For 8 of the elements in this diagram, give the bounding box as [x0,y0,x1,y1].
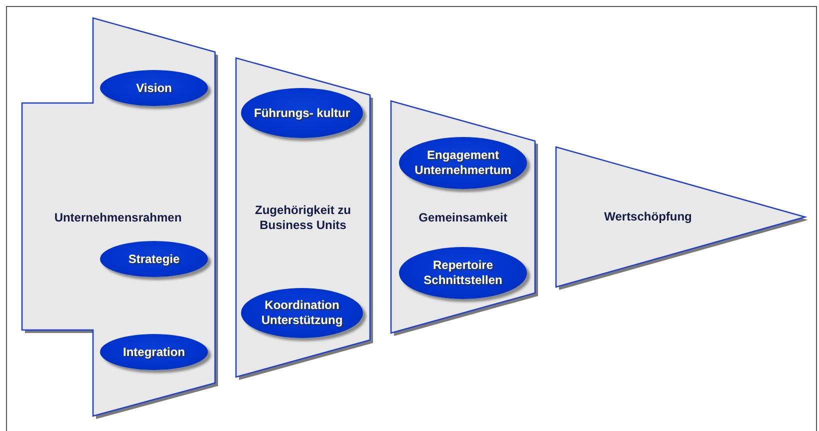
panel-label: Gemeinsamkeit [418,210,508,226]
funnel-panel [556,147,805,287]
panel-label: Unternehmensrahmen [53,210,183,226]
funnel-panel [391,101,535,333]
panel-label: Zugehörigkeit zu Business Units [254,203,352,233]
panel-label: Wertschöpfung [603,210,693,224]
funnel-panel [22,18,215,416]
funnel-panel [236,58,370,377]
